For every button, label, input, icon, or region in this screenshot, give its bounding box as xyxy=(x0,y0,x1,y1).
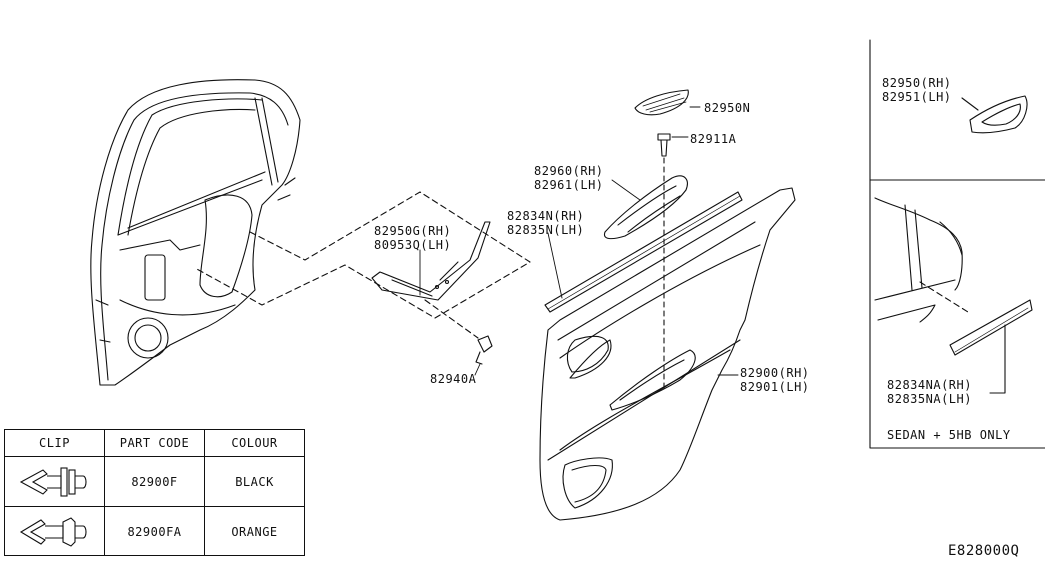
label-82900-rh: 82900(RH) xyxy=(740,366,810,380)
inset-note: SEDAN + 5HB ONLY xyxy=(887,428,1011,442)
header-colour: COLOUR xyxy=(231,436,278,450)
header-clip: CLIP xyxy=(39,436,70,450)
door-trim-panel xyxy=(539,187,796,521)
dashed-guide xyxy=(194,191,531,339)
inset-label-82950-rh: 82950(RH) xyxy=(882,76,952,90)
label-82835n-lh: 82835N(LH) xyxy=(507,223,585,237)
escutcheon-82950n xyxy=(634,89,689,116)
part-code-row-2: 82900FA xyxy=(127,525,182,539)
clip-82940a xyxy=(475,335,493,365)
inset-label-82834na-rh: 82834NA(RH) xyxy=(887,378,972,392)
label-82911a: 82911A xyxy=(690,132,737,146)
inset-door-strip xyxy=(874,197,1033,394)
inset-label-82951-lh: 82951(LH) xyxy=(882,90,952,104)
inset-borders xyxy=(869,39,1045,449)
label-82960-rh: 82960(RH) xyxy=(534,164,604,178)
clip-icon-orange xyxy=(19,517,87,547)
leader-lines xyxy=(419,106,739,376)
weatherstrip-82834n xyxy=(544,191,743,313)
clip-table: CLIP PART CODE COLOUR 82900F BLACK 82900… xyxy=(4,429,305,556)
screw-82911a xyxy=(657,133,671,157)
handle-bracket xyxy=(371,221,491,301)
label-82940a: 82940A xyxy=(430,372,477,386)
inset-escutcheon-82950 xyxy=(961,95,1028,134)
header-part-code: PART CODE xyxy=(119,436,190,450)
label-80953q-lh: 80953Q(LH) xyxy=(374,238,452,252)
label-82950n: 82950N xyxy=(704,101,751,115)
label-82950g-rh: 82950G(RH) xyxy=(374,224,452,238)
label-82834n-rh: 82834N(RH) xyxy=(507,209,585,223)
door-shell xyxy=(90,79,301,386)
label-82961-lh: 82961(LH) xyxy=(534,178,604,192)
diagram-code: E828000Q xyxy=(948,543,1020,559)
pull-handle-82960 xyxy=(603,175,688,240)
inset-label-82835na-lh: 82835NA(LH) xyxy=(887,392,972,406)
label-82901-lh: 82901(LH) xyxy=(740,380,810,394)
part-code-row-1: 82900F xyxy=(131,475,178,489)
clip-icon-black xyxy=(19,467,87,497)
colour-row-2: ORANGE xyxy=(231,525,278,539)
colour-row-1: BLACK xyxy=(235,475,274,489)
